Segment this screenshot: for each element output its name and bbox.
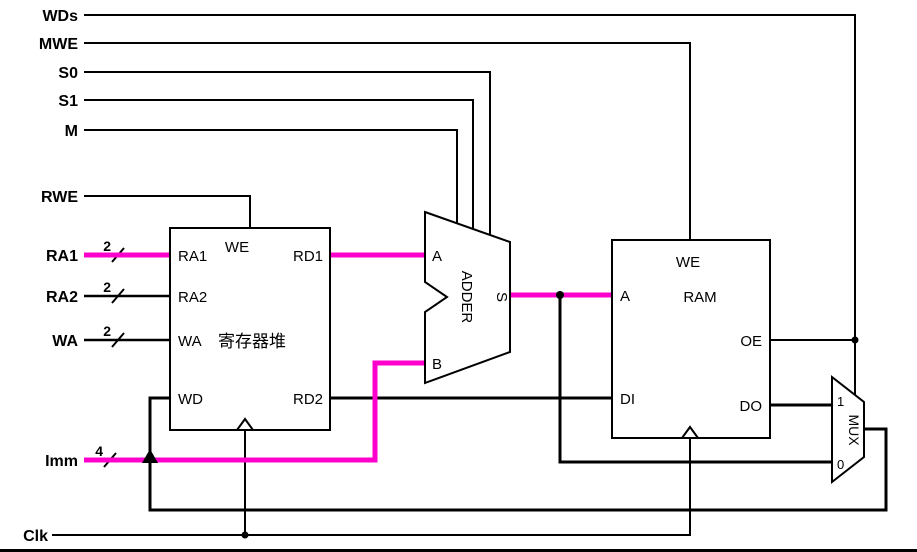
- bus-width-ra1: 2: [103, 238, 111, 254]
- regfile-port-we: WE: [225, 239, 249, 256]
- blocks: [169, 210, 865, 485]
- mux-port-0: 0: [837, 457, 844, 472]
- signal-label-mwe: MWE: [39, 36, 78, 53]
- wire-m-to-adder: [84, 129, 458, 224]
- signal-label-m: M: [65, 123, 78, 140]
- wire-mwe-to-ram-we: [84, 42, 691, 240]
- wire-s1-to-adder: [84, 99, 474, 230]
- ram-port-di: DI: [620, 391, 635, 408]
- ram-title: RAM: [683, 289, 716, 306]
- regfile-port-rd1: RD1: [293, 248, 323, 265]
- bus-slash-wa: [111, 332, 125, 348]
- wire-alu-result-to-mux0: [558, 295, 832, 464]
- junction-clk-branch: [241, 531, 249, 539]
- wire-imm-to-adder-b-highlight: [84, 360, 425, 463]
- mux-shape: [831, 374, 865, 485]
- signal-label-ra2: RA2: [46, 289, 78, 306]
- signal-label-s0: S0: [58, 65, 78, 82]
- adder-port-s: S: [493, 292, 510, 302]
- mux-title: MUX: [846, 414, 862, 446]
- regfile-port-ra2: RA2: [178, 289, 207, 306]
- ram-clock-wedge-icon: [681, 425, 699, 439]
- signal-label-s1: S1: [58, 93, 78, 110]
- regfile-port-rd2: RD2: [293, 391, 323, 408]
- adder-port-a: A: [432, 248, 442, 265]
- signal-label-rwe: RWE: [41, 189, 78, 206]
- mux-port-1: 1: [837, 394, 844, 409]
- highlight-wires: [84, 252, 612, 463]
- regfile-port-wd: WD: [178, 391, 203, 408]
- regfile-clock-wedge-icon: [236, 417, 254, 431]
- mux-labels: 1 0 MUX: [837, 394, 862, 472]
- junction-alu-tap: [556, 291, 564, 299]
- bus-width-ra2: 2: [103, 279, 111, 295]
- adder-port-b: B: [432, 356, 442, 373]
- bus-width-imm: 4: [95, 443, 103, 459]
- ram-port-we: WE: [676, 254, 700, 271]
- signal-label-wa: WA: [52, 333, 78, 350]
- adder-title: ADDER: [458, 271, 475, 324]
- wire-s0-to-adder: [84, 71, 491, 236]
- junction-oe-select: [851, 336, 859, 344]
- register-file-box: [169, 227, 331, 431]
- ram-box: [611, 239, 771, 439]
- regfile-port-ra1: RA1: [178, 248, 207, 265]
- signal-label-ra1: RA1: [46, 248, 78, 265]
- bus-slash-ra2: [111, 288, 125, 304]
- junctions: [142, 291, 859, 539]
- ram-port-oe: OE: [740, 333, 762, 350]
- signal-label-imm: Imm: [45, 453, 78, 470]
- register-file-labels: WE RA1 RA2 WA WD RD1 RD2 寄存器堆: [178, 239, 323, 408]
- adder-shape: [424, 210, 511, 385]
- wire-rwe-to-regfile-we: [84, 195, 251, 228]
- bus-width-labels: 2 2 2 4: [95, 238, 111, 459]
- register-file-title: 寄存器堆: [218, 332, 286, 351]
- signal-label-clk: Clk: [23, 528, 48, 545]
- wire-clk-to-ram: [52, 438, 691, 536]
- wire-mux-out-to-wd-feedback: [148, 396, 888, 512]
- ram-port-a: A: [620, 288, 630, 305]
- black-wires: [0, 14, 917, 552]
- signal-label-wds: WDs: [42, 8, 78, 25]
- ram-port-do: DO: [740, 398, 763, 415]
- signal-labels: WDs MWE S0 S1 M RWE RA1 RA2 WA Imm Clk: [23, 8, 78, 545]
- adder-labels: A B ADDER S: [432, 248, 510, 373]
- wire-wds-to-mux-select: [84, 14, 856, 396]
- bus-width-wa: 2: [103, 323, 111, 339]
- junction-triangle-marker: [142, 449, 158, 463]
- ram-labels: WE A RAM DI OE DO: [620, 254, 762, 415]
- regfile-port-wa: WA: [178, 333, 202, 350]
